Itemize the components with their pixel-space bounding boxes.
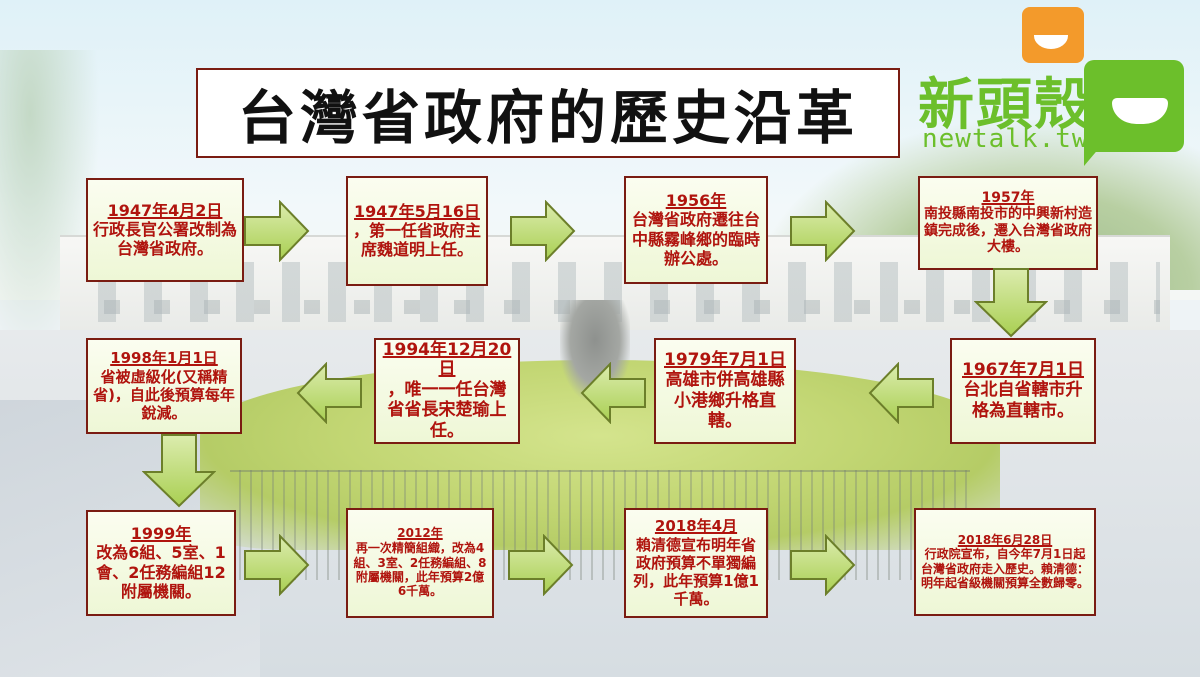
arrow-right-2 bbox=[510, 200, 576, 262]
timeline-node-8: 1998年1月1日 省被虛級化(又稱精省)，自此後預算每年銳減。 bbox=[86, 338, 242, 434]
arrow-right-4 bbox=[244, 534, 310, 596]
timeline-node-5: 1967年7月1日 台北自省轄市升格為直轄市。 bbox=[950, 338, 1096, 444]
timeline-node-10: 2012年 再一次精簡組織，改為4組、3室、2任務編組、8附屬機關，此年預算2億… bbox=[346, 508, 494, 618]
arrow-down-1 bbox=[974, 268, 1048, 338]
title-box: 台灣省政府的歷史沿革 bbox=[196, 68, 900, 158]
timeline-node-6: 1979年7月1日 高雄市併高雄縣小港鄉升格直轄。 bbox=[654, 338, 796, 444]
arrow-left-3 bbox=[296, 362, 362, 424]
timeline-node-9: 1999年 改為6組、5室、1會、2任務編組12附屬機關。 bbox=[86, 510, 236, 616]
arrow-right-3 bbox=[790, 200, 856, 262]
timeline-node-3: 1956年 台灣省政府遷往台中縣霧峰鄉的臨時辦公處。 bbox=[624, 176, 768, 284]
timeline-node-7: 1994年12月20日 ，唯一一任台灣省省長宋楚瑜上任。 bbox=[374, 338, 520, 444]
fence bbox=[230, 470, 970, 580]
timeline-node-2: 1947年5月16日 ，第一任省政府主席魏道明上任。 bbox=[346, 176, 488, 286]
timeline-node-12: 2018年6月28日 行政院宣布，自今年7月1日起台灣省政府走入歷史。賴清德：明… bbox=[914, 508, 1096, 616]
arrow-right-5 bbox=[508, 534, 574, 596]
arrow-left-1 bbox=[868, 362, 934, 424]
timeline-node-11: 2018年4月 賴清德宣布明年省政府預算不單獨編列，此年預算1億1千萬。 bbox=[624, 508, 768, 618]
arrow-right-6 bbox=[790, 534, 856, 596]
logo-orange-bubble-icon bbox=[1022, 7, 1084, 63]
arrow-down-2 bbox=[142, 434, 216, 508]
logo-green-bubble-icon bbox=[1084, 60, 1184, 166]
page-title: 台灣省政府的歷史沿革 bbox=[237, 84, 858, 152]
timeline-node-1: 1947年4月2日 行政長官公署改制為台灣省政府。 bbox=[86, 178, 244, 282]
arrow-left-2 bbox=[580, 362, 646, 424]
timeline-node-4: 1957年 南投縣南投市的中興新村造鎮完成後，遷入台灣省政府大樓。 bbox=[918, 176, 1098, 270]
logo-name-en: newtalk.tw bbox=[922, 124, 1089, 154]
arrow-right-1 bbox=[244, 200, 310, 262]
logo-name-cn: 新頭殼 bbox=[918, 73, 1092, 138]
